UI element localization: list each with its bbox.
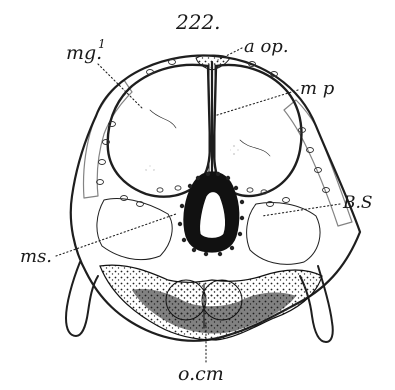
leader-bs — [262, 204, 340, 216]
label-mg1: mg. — [66, 42, 102, 64]
ventral-lobe-left — [166, 280, 206, 320]
label-mp: m p — [300, 78, 335, 99]
left-vesicle — [108, 65, 210, 197]
figure-number: 222. — [175, 10, 221, 34]
label-ocm: o.cm — [178, 363, 224, 385]
label-mg1-superscript: 1 — [98, 37, 106, 51]
ventral-lobe-right — [202, 280, 242, 320]
dorsal-cap — [196, 55, 230, 70]
label-bs: B.S — [342, 193, 373, 213]
left-muscle-mass — [97, 199, 172, 260]
right-muscle-mass — [247, 203, 320, 265]
label-ms: ms. — [20, 246, 52, 267]
left-process — [66, 262, 98, 336]
label-aop: a op. — [244, 36, 289, 57]
